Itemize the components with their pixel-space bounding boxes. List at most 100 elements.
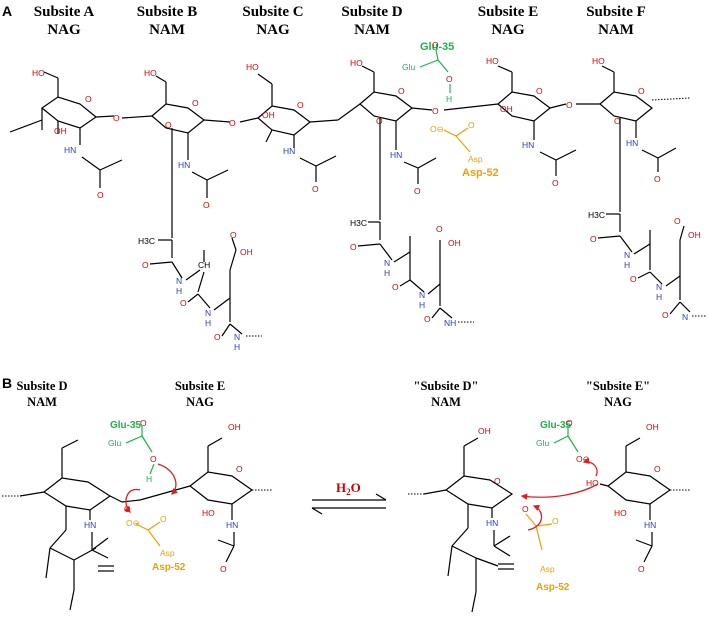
svg-text:NAM: NAM — [27, 395, 57, 409]
svg-text:Asp: Asp — [160, 548, 175, 558]
svg-text:O: O — [160, 514, 167, 524]
svg-text:O: O — [142, 260, 149, 270]
svg-text:O⊖: O⊖ — [576, 454, 590, 464]
svg-text:HN: HN — [64, 145, 76, 155]
svg-text:CH: CH — [198, 260, 210, 270]
svg-text:Glu-35: Glu-35 — [420, 41, 454, 53]
svg-text:O: O — [432, 106, 439, 116]
svg-text:H: H — [205, 318, 211, 328]
b-right-ring-e: HO OH O HO HN O — [586, 422, 690, 574]
svg-text:O: O — [350, 242, 357, 252]
svg-text:OH: OH — [448, 238, 461, 248]
ring-b-nam: HO O O HN O O H3C O N H CH O N H O OH — [121, 68, 262, 352]
svg-text:HN: HN — [626, 138, 638, 148]
svg-text:HN: HN — [178, 160, 190, 170]
svg-text:O: O — [214, 332, 221, 342]
svg-text:HO: HO — [592, 56, 605, 66]
svg-text:Glu: Glu — [536, 438, 550, 448]
svg-text:HO: HO — [202, 508, 215, 518]
svg-text:O: O — [566, 418, 573, 428]
svg-text:Asp-52: Asp-52 — [462, 167, 499, 179]
svg-text:O: O — [638, 564, 645, 574]
svg-text:O: O — [236, 464, 243, 474]
svg-text:O: O — [674, 216, 681, 226]
glu-35-group-a: Glu-35 Glu O O H — [402, 40, 454, 104]
svg-text:O: O — [590, 234, 597, 244]
svg-text:O: O — [552, 178, 559, 188]
svg-text:O: O — [85, 94, 92, 104]
svg-text:H: H — [176, 286, 182, 296]
svg-text:O: O — [140, 418, 147, 428]
b-left-ring-e: OH O HO HN O — [139, 422, 272, 574]
svg-text:NAG: NAG — [186, 395, 214, 409]
svg-text:Subsite F: Subsite F — [586, 4, 646, 20]
svg-text:Asp: Asp — [540, 564, 555, 574]
ring-f-nam: HO O O HN O H3C O N H O N H O OH O — [576, 56, 706, 322]
svg-text:NAM: NAM — [431, 395, 461, 409]
svg-text:N: N — [682, 312, 688, 322]
subsite-d-heading: Subsite D NAM — [341, 4, 402, 38]
subsite-e-heading: Subsite E NAG — [478, 4, 538, 38]
svg-text:Asp-52: Asp-52 — [536, 582, 570, 593]
svg-text:HN: HN — [390, 150, 402, 160]
svg-text:NAM: NAM — [149, 22, 185, 38]
svg-text:Subsite E: Subsite E — [478, 4, 538, 20]
subsite-f-heading: Subsite F NAM — [586, 4, 646, 38]
ring-a-nag: HO O OH HN O O — [9, 68, 123, 200]
svg-text:O: O — [446, 74, 453, 84]
svg-text:N: N — [419, 290, 425, 300]
water-label: H2O — [336, 480, 361, 497]
svg-text:O: O — [432, 40, 439, 50]
svg-text:N: N — [205, 308, 211, 318]
svg-text:"Subsite D": "Subsite D" — [414, 379, 479, 393]
svg-text:O: O — [654, 464, 661, 474]
svg-text:O: O — [662, 310, 669, 320]
b-right-catalytic-site: Glu-35 Glu O O⊖ O O Asp Asp-52 — [520, 418, 599, 593]
ring-c-nag: HO O OH HN O — [239, 62, 339, 194]
svg-text:Subsite E: Subsite E — [175, 379, 225, 393]
subsite-c-heading: Subsite C NAG — [242, 4, 303, 38]
svg-text:H: H — [419, 300, 425, 310]
svg-text:O: O — [392, 282, 399, 292]
svg-text:O: O — [614, 116, 621, 126]
svg-text:NAM: NAM — [354, 22, 390, 38]
panel-b-letter: B — [2, 375, 12, 391]
svg-text:NAG: NAG — [47, 22, 81, 38]
svg-text:Asp: Asp — [468, 154, 483, 164]
svg-text:OH: OH — [500, 104, 513, 114]
svg-text:O: O — [165, 120, 172, 130]
svg-text:O: O — [229, 118, 236, 128]
svg-text:NAG: NAG — [604, 395, 632, 409]
b-right-ring-d: OH HN O — [408, 426, 514, 613]
svg-text:HN: HN — [522, 140, 534, 150]
svg-text:OH: OH — [228, 422, 241, 432]
svg-text:HO: HO — [32, 68, 45, 78]
svg-text:HN: HN — [644, 520, 656, 530]
svg-text:"Subsite E": "Subsite E" — [586, 379, 650, 393]
svg-text:H: H — [656, 292, 662, 302]
svg-text:O: O — [414, 186, 421, 196]
svg-text:O: O — [424, 314, 431, 324]
svg-text:N: N — [624, 250, 630, 260]
svg-text:H: H — [146, 474, 152, 484]
svg-text:O: O — [180, 298, 187, 308]
svg-text:O: O — [552, 516, 559, 526]
svg-text:O: O — [230, 230, 237, 240]
svg-text:O: O — [113, 113, 120, 123]
svg-text:Glu-35: Glu-35 — [110, 420, 142, 431]
svg-text:Glu: Glu — [402, 62, 416, 72]
svg-text:HO: HO — [350, 58, 363, 68]
ring-d-nam: HO O O HN O O H3C O N H O N H O OH O — [337, 58, 474, 328]
svg-text:HN: HN — [486, 518, 498, 528]
svg-text:Asp-52: Asp-52 — [152, 562, 186, 573]
svg-text:H: H — [624, 260, 630, 270]
svg-text:NAG: NAG — [491, 22, 525, 38]
left-subsite-e-heading: Subsite E NAG — [175, 379, 225, 409]
svg-text:NH: NH — [444, 318, 456, 328]
svg-text:O: O — [150, 454, 157, 464]
svg-text:HO: HO — [486, 56, 499, 66]
svg-text:Glu: Glu — [108, 438, 122, 448]
svg-text:OH: OH — [240, 247, 253, 257]
